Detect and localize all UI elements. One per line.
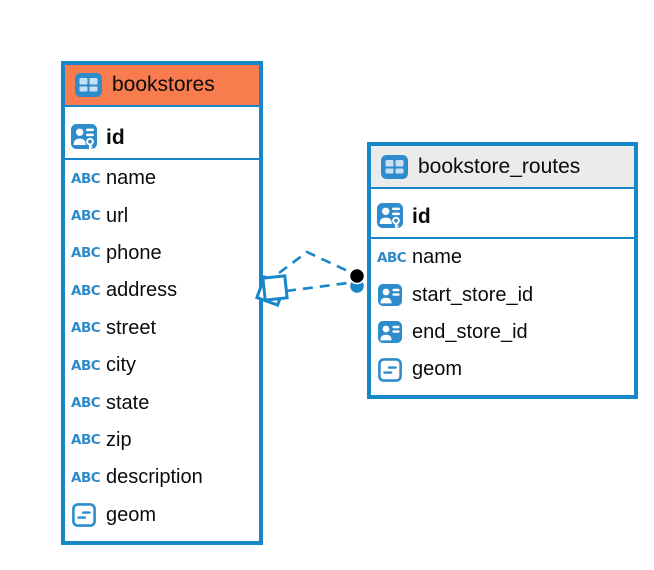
text-type-icon: ABC bbox=[71, 395, 101, 412]
primary-key-icon bbox=[375, 202, 405, 233]
column-row[interactable]: start_store_id bbox=[371, 276, 634, 313]
primary-key-icon bbox=[69, 123, 99, 154]
table-icon bbox=[379, 154, 409, 179]
column-name: start_store_id bbox=[412, 283, 534, 306]
foreign-ref-icon bbox=[375, 284, 405, 307]
column-row[interactable]: ABC name bbox=[65, 160, 259, 197]
text-type-icon: ABC bbox=[71, 357, 101, 374]
column-name: url bbox=[106, 204, 129, 227]
table-bookstore-routes[interactable]: bookstore_routes id ABC name start_store… bbox=[367, 142, 638, 399]
column-row[interactable]: ABC name bbox=[371, 239, 634, 276]
column-name: name bbox=[106, 167, 157, 190]
column-row[interactable]: id bbox=[371, 197, 634, 239]
column-list: id ABC name start_store_id end_store_id … bbox=[371, 189, 634, 395]
fk-relationship-lines bbox=[278, 250, 353, 293]
column-row[interactable]: ABC phone bbox=[65, 235, 259, 272]
column-name: id bbox=[412, 205, 431, 228]
column-row[interactable]: ABC street bbox=[65, 310, 259, 347]
column-list: id ABC name ABC url ABC phone ABC addres… bbox=[65, 107, 259, 541]
table-title: bookstore_routes bbox=[418, 154, 581, 178]
table-header[interactable]: bookstores bbox=[65, 65, 259, 107]
text-type-icon: ABC bbox=[71, 282, 101, 299]
table-title: bookstores bbox=[112, 73, 215, 96]
column-row[interactable]: ABC zip bbox=[65, 422, 259, 459]
column-row[interactable]: id bbox=[65, 118, 259, 160]
text-type-icon: ABC bbox=[71, 432, 101, 449]
column-name: end_store_id bbox=[412, 320, 528, 343]
text-type-icon: ABC bbox=[71, 469, 101, 486]
column-row[interactable]: geom bbox=[65, 497, 259, 534]
text-type-icon: ABC bbox=[71, 245, 101, 262]
column-row[interactable]: ABC description bbox=[65, 459, 259, 496]
fk-connector-line-lower[interactable] bbox=[285, 281, 349, 293]
column-name: id bbox=[106, 126, 125, 149]
column-name: description bbox=[106, 466, 203, 489]
column-name: geom bbox=[412, 358, 463, 381]
text-type-icon: ABC bbox=[377, 249, 407, 266]
column-name: street bbox=[106, 316, 157, 339]
column-name: city bbox=[106, 354, 136, 377]
column-name: phone bbox=[106, 241, 162, 264]
column-name: address bbox=[106, 279, 178, 302]
geometry-type-icon bbox=[69, 503, 99, 528]
column-name: state bbox=[106, 391, 150, 414]
column-row[interactable]: ABC address bbox=[65, 272, 259, 309]
text-type-icon: ABC bbox=[71, 320, 101, 337]
connector-endpoint-dot[interactable] bbox=[348, 267, 366, 293]
text-type-icon: ABC bbox=[71, 170, 101, 187]
column-row[interactable]: ABC city bbox=[65, 347, 259, 384]
column-row[interactable]: geom bbox=[371, 351, 634, 388]
geometry-type-icon bbox=[375, 357, 405, 382]
column-name: zip bbox=[106, 428, 132, 451]
table-icon bbox=[73, 73, 103, 97]
column-row[interactable]: end_store_id bbox=[371, 314, 634, 351]
fk-connector-line-upper[interactable] bbox=[278, 250, 353, 275]
text-type-icon: ABC bbox=[71, 208, 101, 225]
foreign-ref-icon bbox=[375, 321, 405, 344]
table-bookstores[interactable]: bookstores id ABC name ABC url ABC phone… bbox=[61, 61, 263, 545]
column-name: geom bbox=[106, 503, 157, 526]
table-header[interactable]: bookstore_routes bbox=[371, 146, 634, 189]
column-row[interactable]: ABC state bbox=[65, 384, 259, 421]
column-row[interactable]: ABC url bbox=[65, 197, 259, 234]
column-name: name bbox=[412, 246, 463, 269]
